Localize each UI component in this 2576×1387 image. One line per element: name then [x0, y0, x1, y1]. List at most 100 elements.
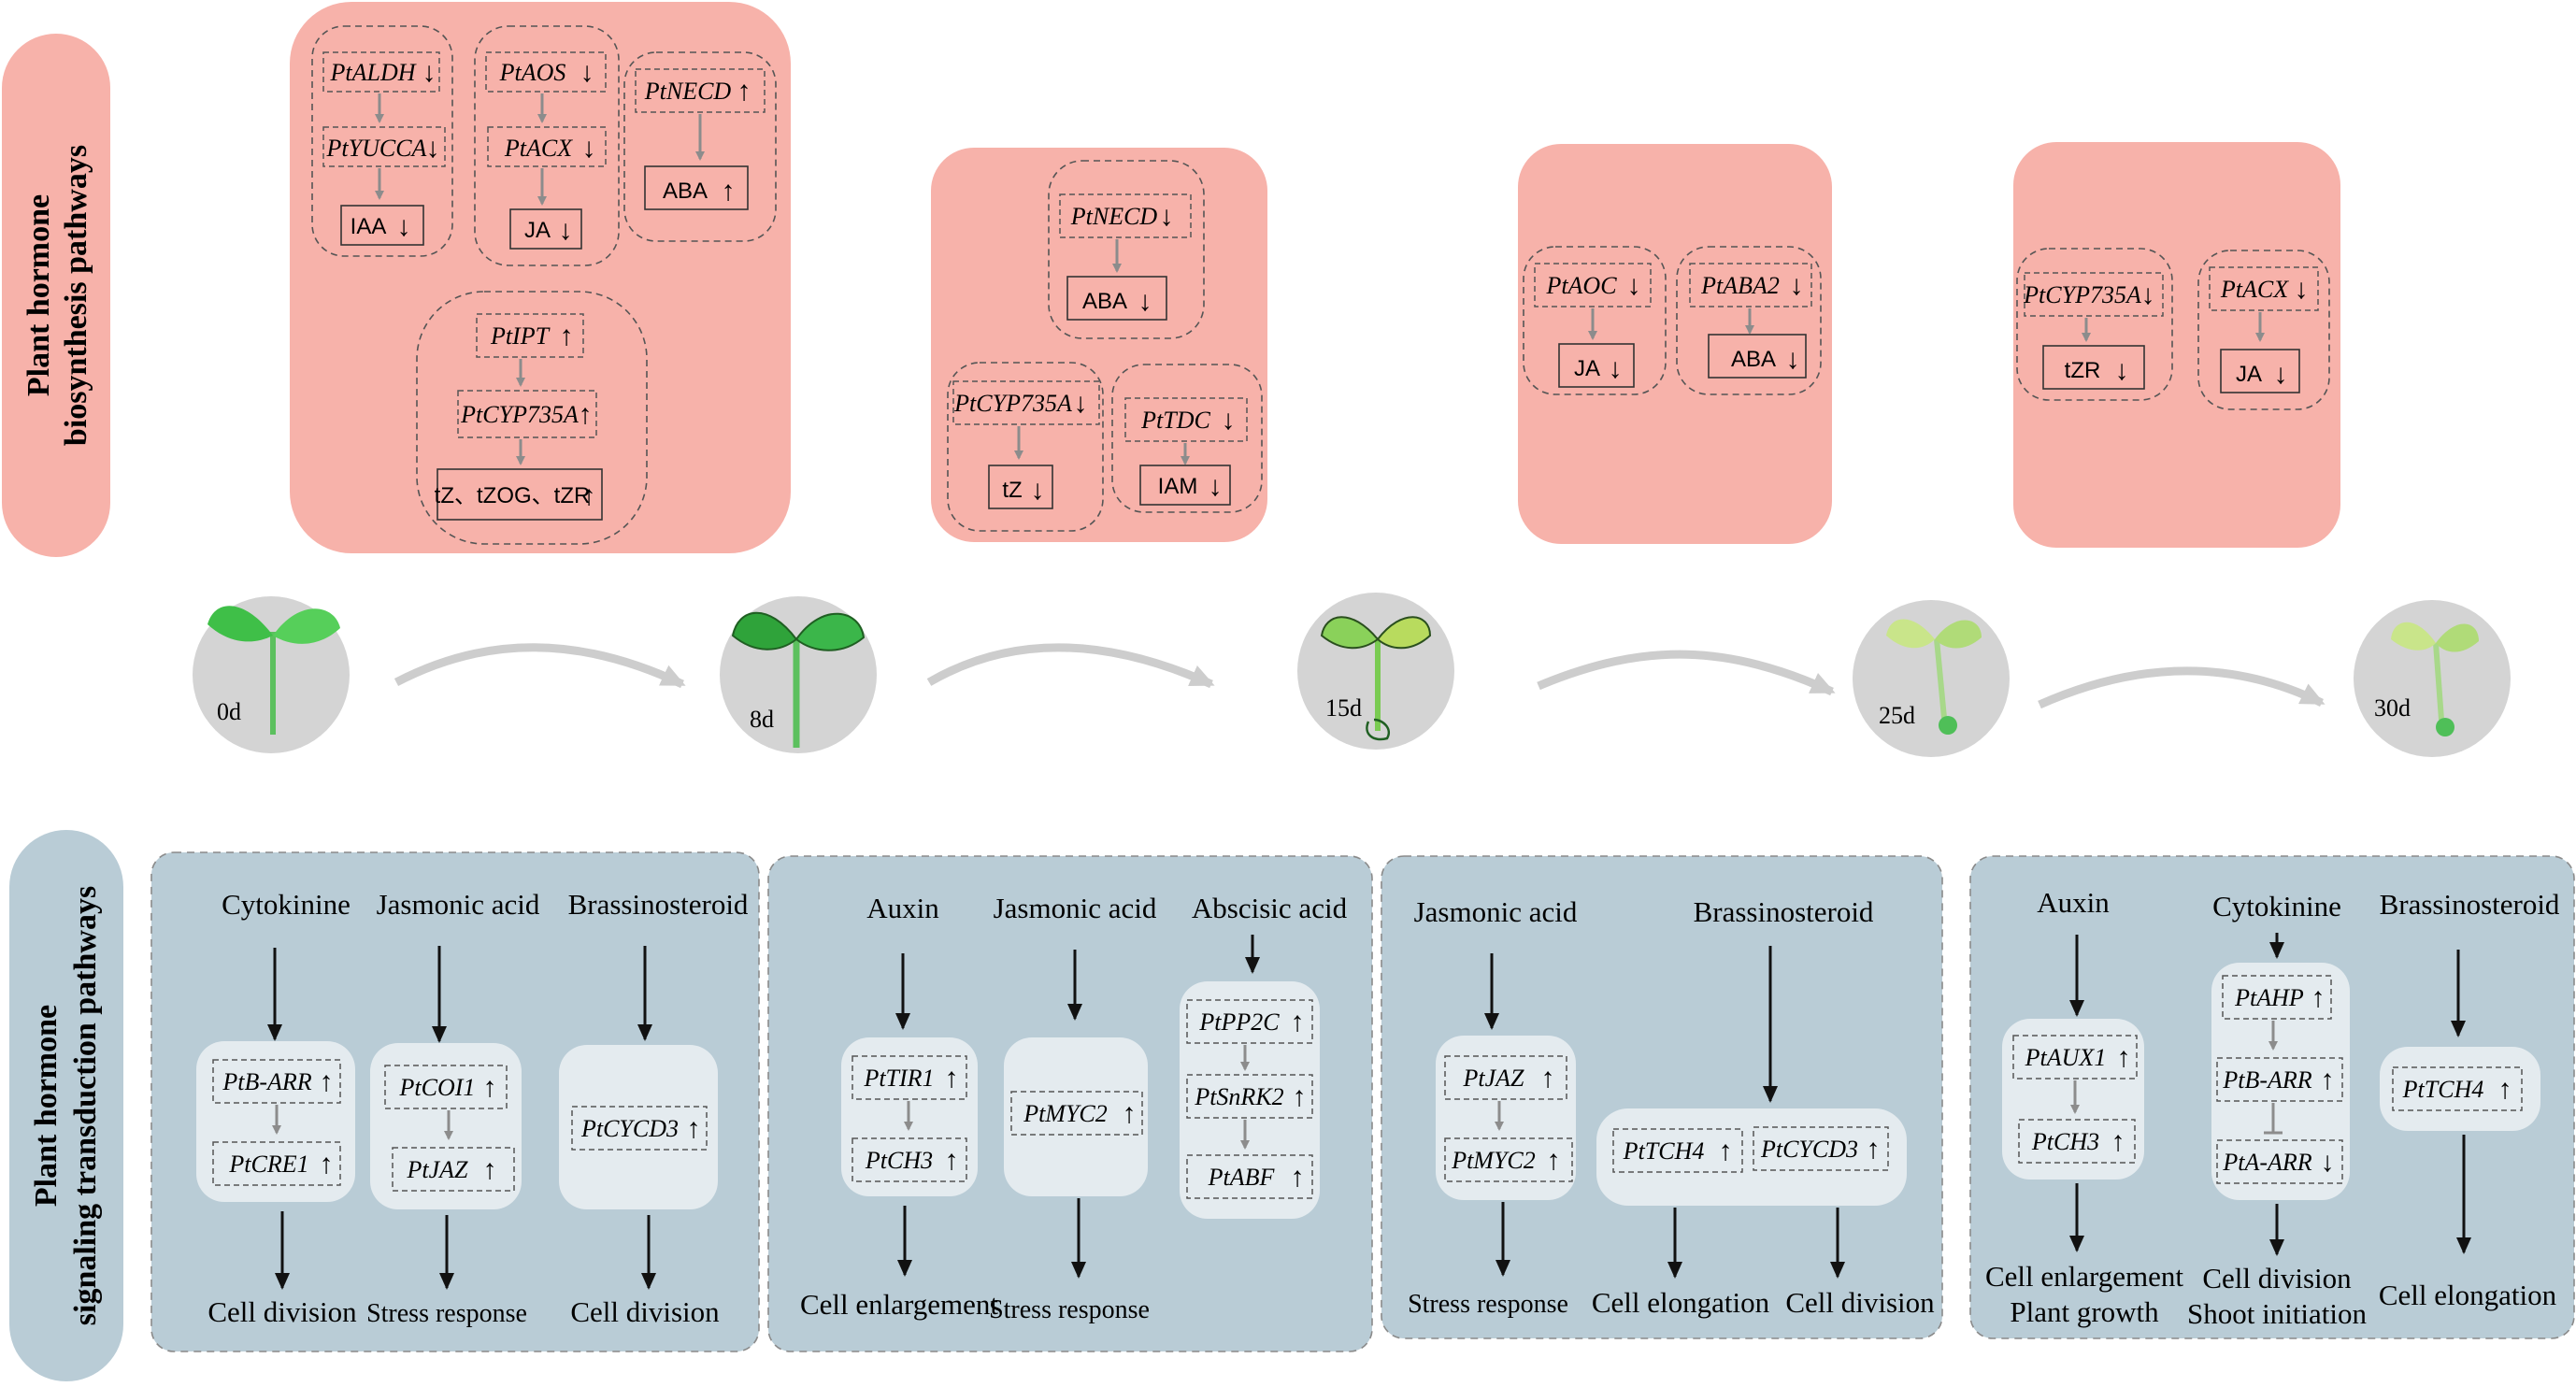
seedling-root	[1939, 716, 1957, 735]
direction-arrow: ↑	[582, 480, 596, 511]
gene-box	[322, 126, 446, 167]
gene-box	[2392, 1066, 2523, 1111]
hormone-brassinosteroid: Brassinosteroid	[1694, 895, 1874, 928]
biosynthesis-label-line1: Plant hormone	[21, 194, 56, 396]
outcome-cell-division: Cell division	[208, 1295, 357, 1328]
gene-ptcyp735a: PtCYP735A	[460, 401, 579, 428]
biosynthesis-side-label: Plant hormone biosynthesis pathways	[2, 34, 110, 557]
gene-ptch3: PtCH3	[865, 1147, 933, 1174]
gene-ptnecd: PtNECD	[644, 78, 732, 105]
direction-arrow: ↓	[1031, 475, 1045, 506]
biosynthesis-panel-0d: PtALDH ↓ PtYUCCA ↓ IAA ↓ PtAOS ↓ PtACX ↓…	[290, 2, 791, 553]
gene-box	[852, 1137, 967, 1182]
direction-arrow: ↑	[2117, 1042, 2131, 1073]
stage-label: 30d	[2374, 694, 2411, 722]
hormone-ja: JA	[524, 218, 551, 243]
gene-box	[571, 1106, 708, 1151]
direction-arrow: ↓	[1160, 201, 1174, 232]
seedling-25d: 25d	[1853, 600, 2010, 757]
gene-ptaoc: PtAOC	[1545, 272, 1617, 299]
gene-pta-arr: PtA-ARR	[2222, 1149, 2311, 1176]
direction-arrow: ↓	[1138, 286, 1152, 317]
direction-arrow: ↓	[1786, 344, 1800, 375]
gene-box	[1444, 1137, 1573, 1182]
direction-arrow: ↓	[2274, 359, 2288, 390]
gene-ptcyp735a: PtCYP735A	[2023, 281, 2141, 308]
gene-ptb-arr: PtB-ARR	[2222, 1066, 2311, 1094]
gene-ptacx: PtACX	[2220, 276, 2289, 303]
direction-arrow: ↑	[1541, 1063, 1555, 1094]
gene-box	[1689, 263, 1812, 307]
direction-arrow: ↓	[2115, 355, 2129, 386]
ja-cluster	[474, 25, 620, 266]
hormone-iam: IAM	[1158, 474, 1198, 499]
direction-arrow: ↑	[1547, 1145, 1561, 1176]
hormone-box	[644, 165, 749, 210]
gene-box	[2222, 975, 2332, 1020]
hormone-box	[436, 468, 603, 521]
gene-box	[1059, 193, 1192, 238]
outcome-cell-division: Cell division	[2202, 1262, 2352, 1294]
signaling-panel-4: Auxin Cytokinine Brassinosteroid PtAUX1 …	[1969, 855, 2575, 1339]
signaling-panel-2: Auxin Jasmonic acid Abscisic acid PtTIR1…	[767, 855, 1373, 1352]
gene-ptaldh: PtALDH	[330, 59, 417, 86]
direction-arrow: ↓	[2295, 274, 2309, 305]
cytokinin-cluster	[947, 362, 1104, 532]
gene-ptpp2c: PtPP2C	[1198, 1008, 1280, 1036]
biosynthesis-panel-25d: PtCYP735A ↓ tZR ↓ PtACX ↓ JA ↓	[2013, 142, 2340, 548]
direction-arrow: ↑	[945, 1063, 959, 1094]
gene-ptb-arr: PtB-ARR	[222, 1068, 311, 1095]
seedling-leaf	[208, 606, 273, 642]
hormone-aba: ABA	[1731, 347, 1776, 372]
direction-arrow: ↓	[397, 211, 411, 242]
seedling-leaf	[731, 611, 798, 651]
direction-arrow: ↓	[426, 133, 440, 164]
gene-box	[487, 126, 607, 167]
gene-pttch4: PtTCH4	[2402, 1076, 2484, 1103]
gene-ptacx: PtACX	[504, 135, 573, 162]
hormone-box	[2042, 345, 2145, 390]
direction-arrow: ↑	[2311, 982, 2326, 1013]
outcome-cell-enlargement: Cell enlargement	[800, 1288, 998, 1321]
direction-arrow: ↑	[2111, 1126, 2125, 1157]
gene-ptyucca: PtYUCCA	[326, 135, 427, 162]
outcome-plant-growth: Plant growth	[2010, 1295, 2159, 1328]
direction-arrow: ↓	[1222, 405, 1236, 436]
direction-arrow: ↑	[1291, 1007, 1305, 1037]
gene-box	[1753, 1126, 1889, 1171]
hormone-ja: JA	[1574, 356, 1600, 381]
seedling-stem	[1934, 638, 1947, 719]
seedling-leaf	[1320, 616, 1380, 650]
direction-arrow: ↓	[1209, 471, 1223, 502]
biosynthesis-panel-8d: PtNECD ↓ ABA ↓ PtCYP735A ↓ tZ ↓ PtTDC ↓ …	[931, 148, 1267, 542]
gene-box	[952, 380, 1100, 425]
auxin-cluster	[311, 25, 453, 257]
hormone-cytokinine: Cytokinine	[222, 888, 351, 921]
seedling-8d: 8d	[720, 596, 877, 753]
gene-box	[2209, 266, 2319, 311]
signal-cluster	[1596, 1108, 1907, 1206]
hormone-tz-group: tZ、tZOG、tZR	[435, 483, 591, 508]
gene-box	[322, 51, 440, 93]
gene-box	[2012, 1035, 2138, 1080]
seedling-root	[1366, 718, 1390, 741]
direction-arrow: ↓	[1609, 353, 1623, 384]
biosynthesis-label-line2: biosynthesis pathways	[59, 145, 93, 446]
gene-ptnecd: PtNECD	[1070, 203, 1158, 230]
hormone-abscisic-acid: Abscisic acid	[1192, 892, 1348, 924]
direction-arrow: ↑	[2498, 1074, 2512, 1105]
gene-box	[1444, 1055, 1567, 1100]
signaling-panel-3: Jasmonic acid Brassinosteroid PtJAZ ↑ Pt…	[1381, 855, 1943, 1339]
gene-box	[457, 390, 597, 438]
hormone-box	[988, 465, 1053, 509]
seedling-leaf	[1886, 619, 1935, 649]
direction-arrow: ↓	[582, 133, 596, 164]
hormone-jasmonic-acid: Jasmonic acid	[1414, 895, 1578, 928]
gene-ptahp: PtAHP	[2234, 984, 2304, 1011]
timeline-arrow	[2038, 666, 2326, 709]
direction-arrow: ↑	[1291, 1162, 1305, 1193]
gene-ptabf: PtABF	[1208, 1164, 1276, 1191]
hormone-jasmonic-acid: Jasmonic acid	[994, 892, 1157, 924]
gene-box	[1124, 397, 1248, 442]
